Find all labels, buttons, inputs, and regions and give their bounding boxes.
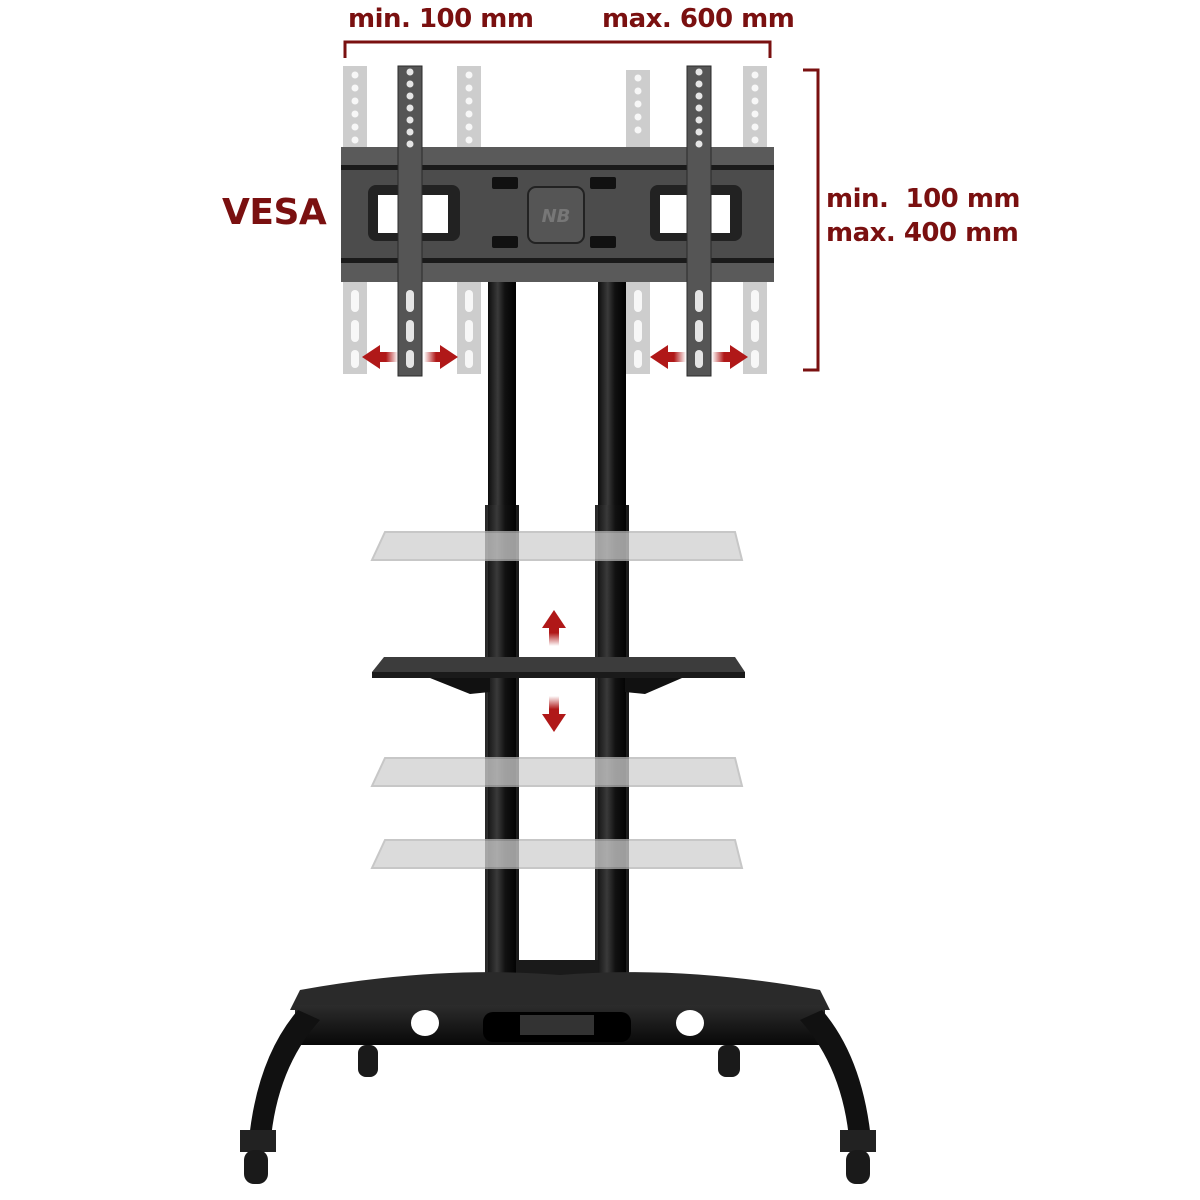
vertical-dimension-labels: min. 100 mm max. 400 mm (826, 182, 1021, 250)
arrow-left-icon (362, 345, 398, 369)
adjustable-shelf (372, 657, 745, 694)
caster-wheel-icon (718, 1045, 740, 1077)
vesa-label: VESA (222, 192, 327, 233)
caster-base (240, 972, 876, 1184)
horizontal-dimension-bracket (343, 40, 772, 58)
vertical-min-label: min. 100 mm (826, 184, 1021, 214)
arrow-left-icon (650, 345, 686, 369)
arrow-right-icon (424, 345, 458, 369)
caster-wheel-icon (358, 1045, 378, 1077)
horizontal-adjust-arrows (362, 345, 748, 369)
arm-holes (351, 68, 759, 368)
horizontal-max-label: max. 600 mm (602, 4, 795, 34)
shelf-adjust-arrows (542, 610, 566, 732)
arrow-up-icon (542, 610, 566, 646)
vertical-max-label: max. 400 mm (826, 218, 1019, 248)
support-poles (485, 282, 629, 1010)
vertical-dimension-bracket (803, 68, 820, 372)
horizontal-min-label: min. 100 mm (348, 4, 534, 34)
arrow-down-icon (542, 696, 566, 732)
ghost-shelves (370, 531, 744, 869)
caster-wheel-icon (840, 1130, 876, 1184)
caster-wheel-icon (240, 1130, 276, 1184)
nb-logo: NB (542, 206, 571, 227)
arrow-right-icon (712, 345, 748, 369)
